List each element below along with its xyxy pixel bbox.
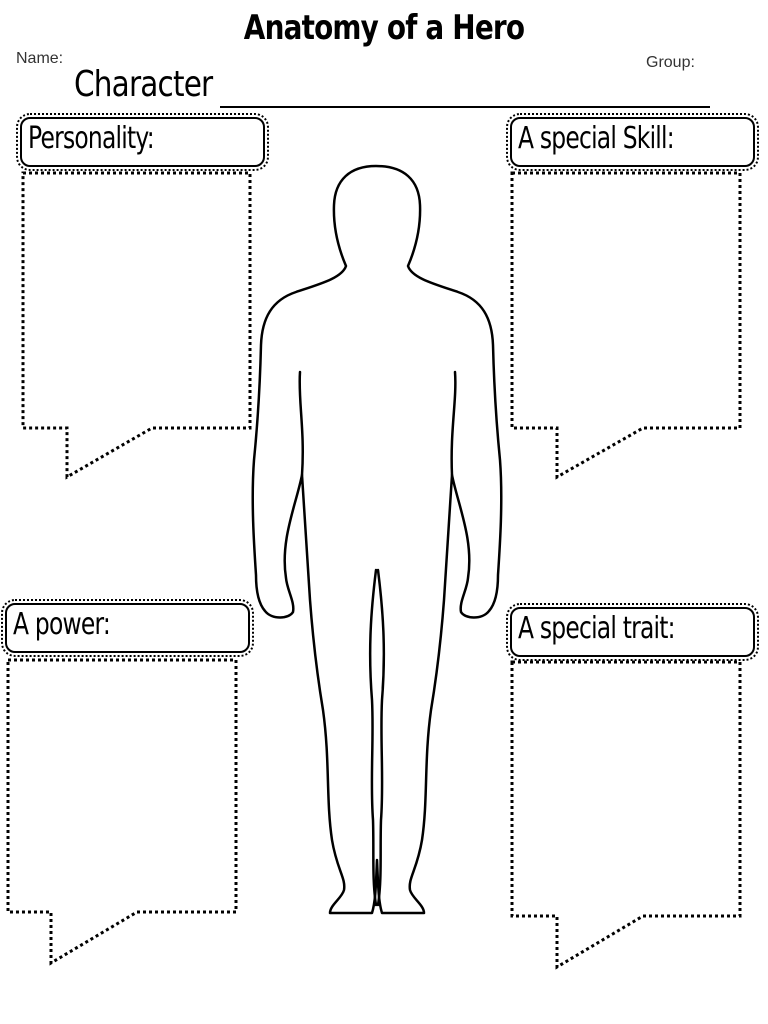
special-trait-label: A special trait: [518,611,676,646]
special-trait-speech-bubble[interactable] [510,660,742,970]
worksheet-title: Anatomy of a Hero [243,8,525,48]
power-label: A power: [13,607,111,642]
character-name-line[interactable] [220,106,710,108]
character-label: Character [74,64,213,105]
personality-label: Personality: [28,121,155,156]
personality-label-box: Personality: [16,113,269,171]
special-trait-label-box: A special trait: [506,603,759,661]
special-skill-speech-bubble[interactable] [510,171,742,480]
power-speech-bubble[interactable] [6,658,238,966]
power-label-box: A power: [1,599,254,657]
personality-speech-bubble[interactable] [21,171,252,480]
group-label: Group: [646,54,695,71]
name-label: Name: [16,50,64,67]
special-skill-label: A special Skill: [518,121,675,156]
human-body-outline [251,164,503,915]
special-skill-label-box: A special Skill: [506,113,759,171]
